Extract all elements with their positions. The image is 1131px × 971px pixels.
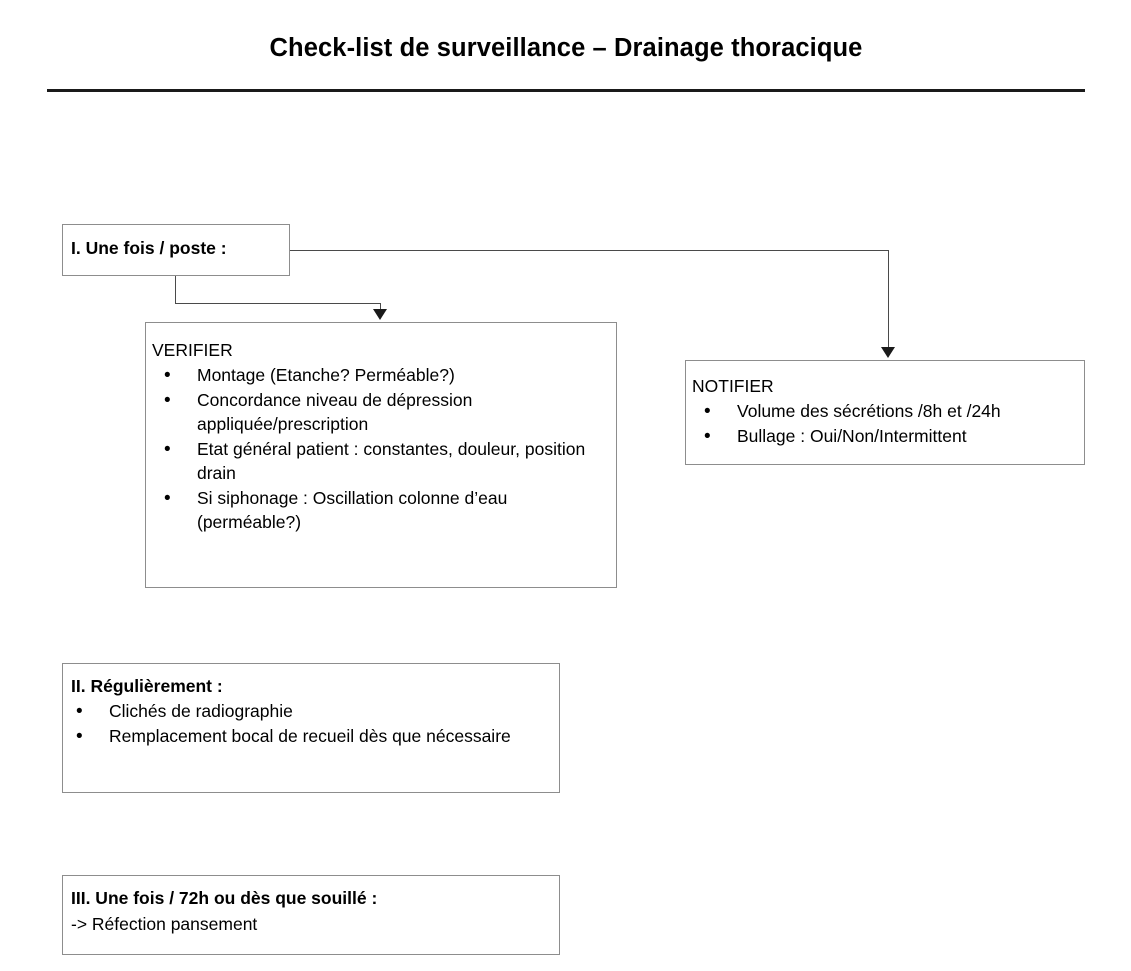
connector-to-notifier-vertical xyxy=(888,250,889,348)
step-three-action: -> Réfection pansement xyxy=(71,914,258,935)
list-item: Bullage : Oui/Non/Intermittent xyxy=(692,424,1080,450)
list-item: Remplacement bocal de recueil dès que né… xyxy=(71,724,553,750)
step-one-box: I. Une fois / poste : xyxy=(62,224,290,276)
notifier-box: NOTIFIER Volume des sécrétions /8h et /2… xyxy=(685,360,1085,465)
title-divider xyxy=(47,89,1085,92)
step-two-box: II. Régulièrement : Clichés de radiograp… xyxy=(62,663,560,793)
list-item: Si siphonage : Oscillation colonne d’eau… xyxy=(152,486,610,535)
list-item: Clichés de radiographie xyxy=(71,699,553,725)
list-item: Concordance niveau de dépression appliqu… xyxy=(152,388,610,437)
page-title: Check-list de surveillance – Drainage th… xyxy=(269,34,863,62)
arrowhead-notifier xyxy=(881,347,895,358)
step-one-heading: I. Une fois / poste : xyxy=(71,238,227,258)
list-item: Montage (Etanche? Perméable?) xyxy=(152,363,610,389)
step-two-heading: II. Régulièrement : xyxy=(71,676,223,696)
verifier-box: VERIFIER Montage (Etanche? Perméable?) C… xyxy=(145,322,617,588)
connector-to-verifier-horizontal xyxy=(175,303,381,304)
step-three-box: III. Une fois / 72h ou dès que souillé :… xyxy=(62,875,560,955)
notifier-heading: NOTIFIER xyxy=(692,376,774,396)
step-two-list: Clichés de radiographie Remplacement boc… xyxy=(71,699,553,750)
arrowhead-verifier xyxy=(373,309,387,320)
list-item: Volume des sécrétions /8h et /24h xyxy=(692,399,1080,425)
notifier-list: Volume des sécrétions /8h et /24h Bullag… xyxy=(692,399,1080,450)
connector-to-notifier-horizontal xyxy=(290,250,888,251)
list-item: Etat général patient : constantes, doule… xyxy=(152,437,610,486)
connector-to-verifier-vertical-second xyxy=(380,303,381,310)
connector-to-verifier-vertical-first xyxy=(175,276,176,303)
step-three-heading: III. Une fois / 72h ou dès que souillé : xyxy=(71,888,378,908)
verifier-list: Montage (Etanche? Perméable?) Concordanc… xyxy=(152,363,610,535)
verifier-heading: VERIFIER xyxy=(152,340,233,360)
